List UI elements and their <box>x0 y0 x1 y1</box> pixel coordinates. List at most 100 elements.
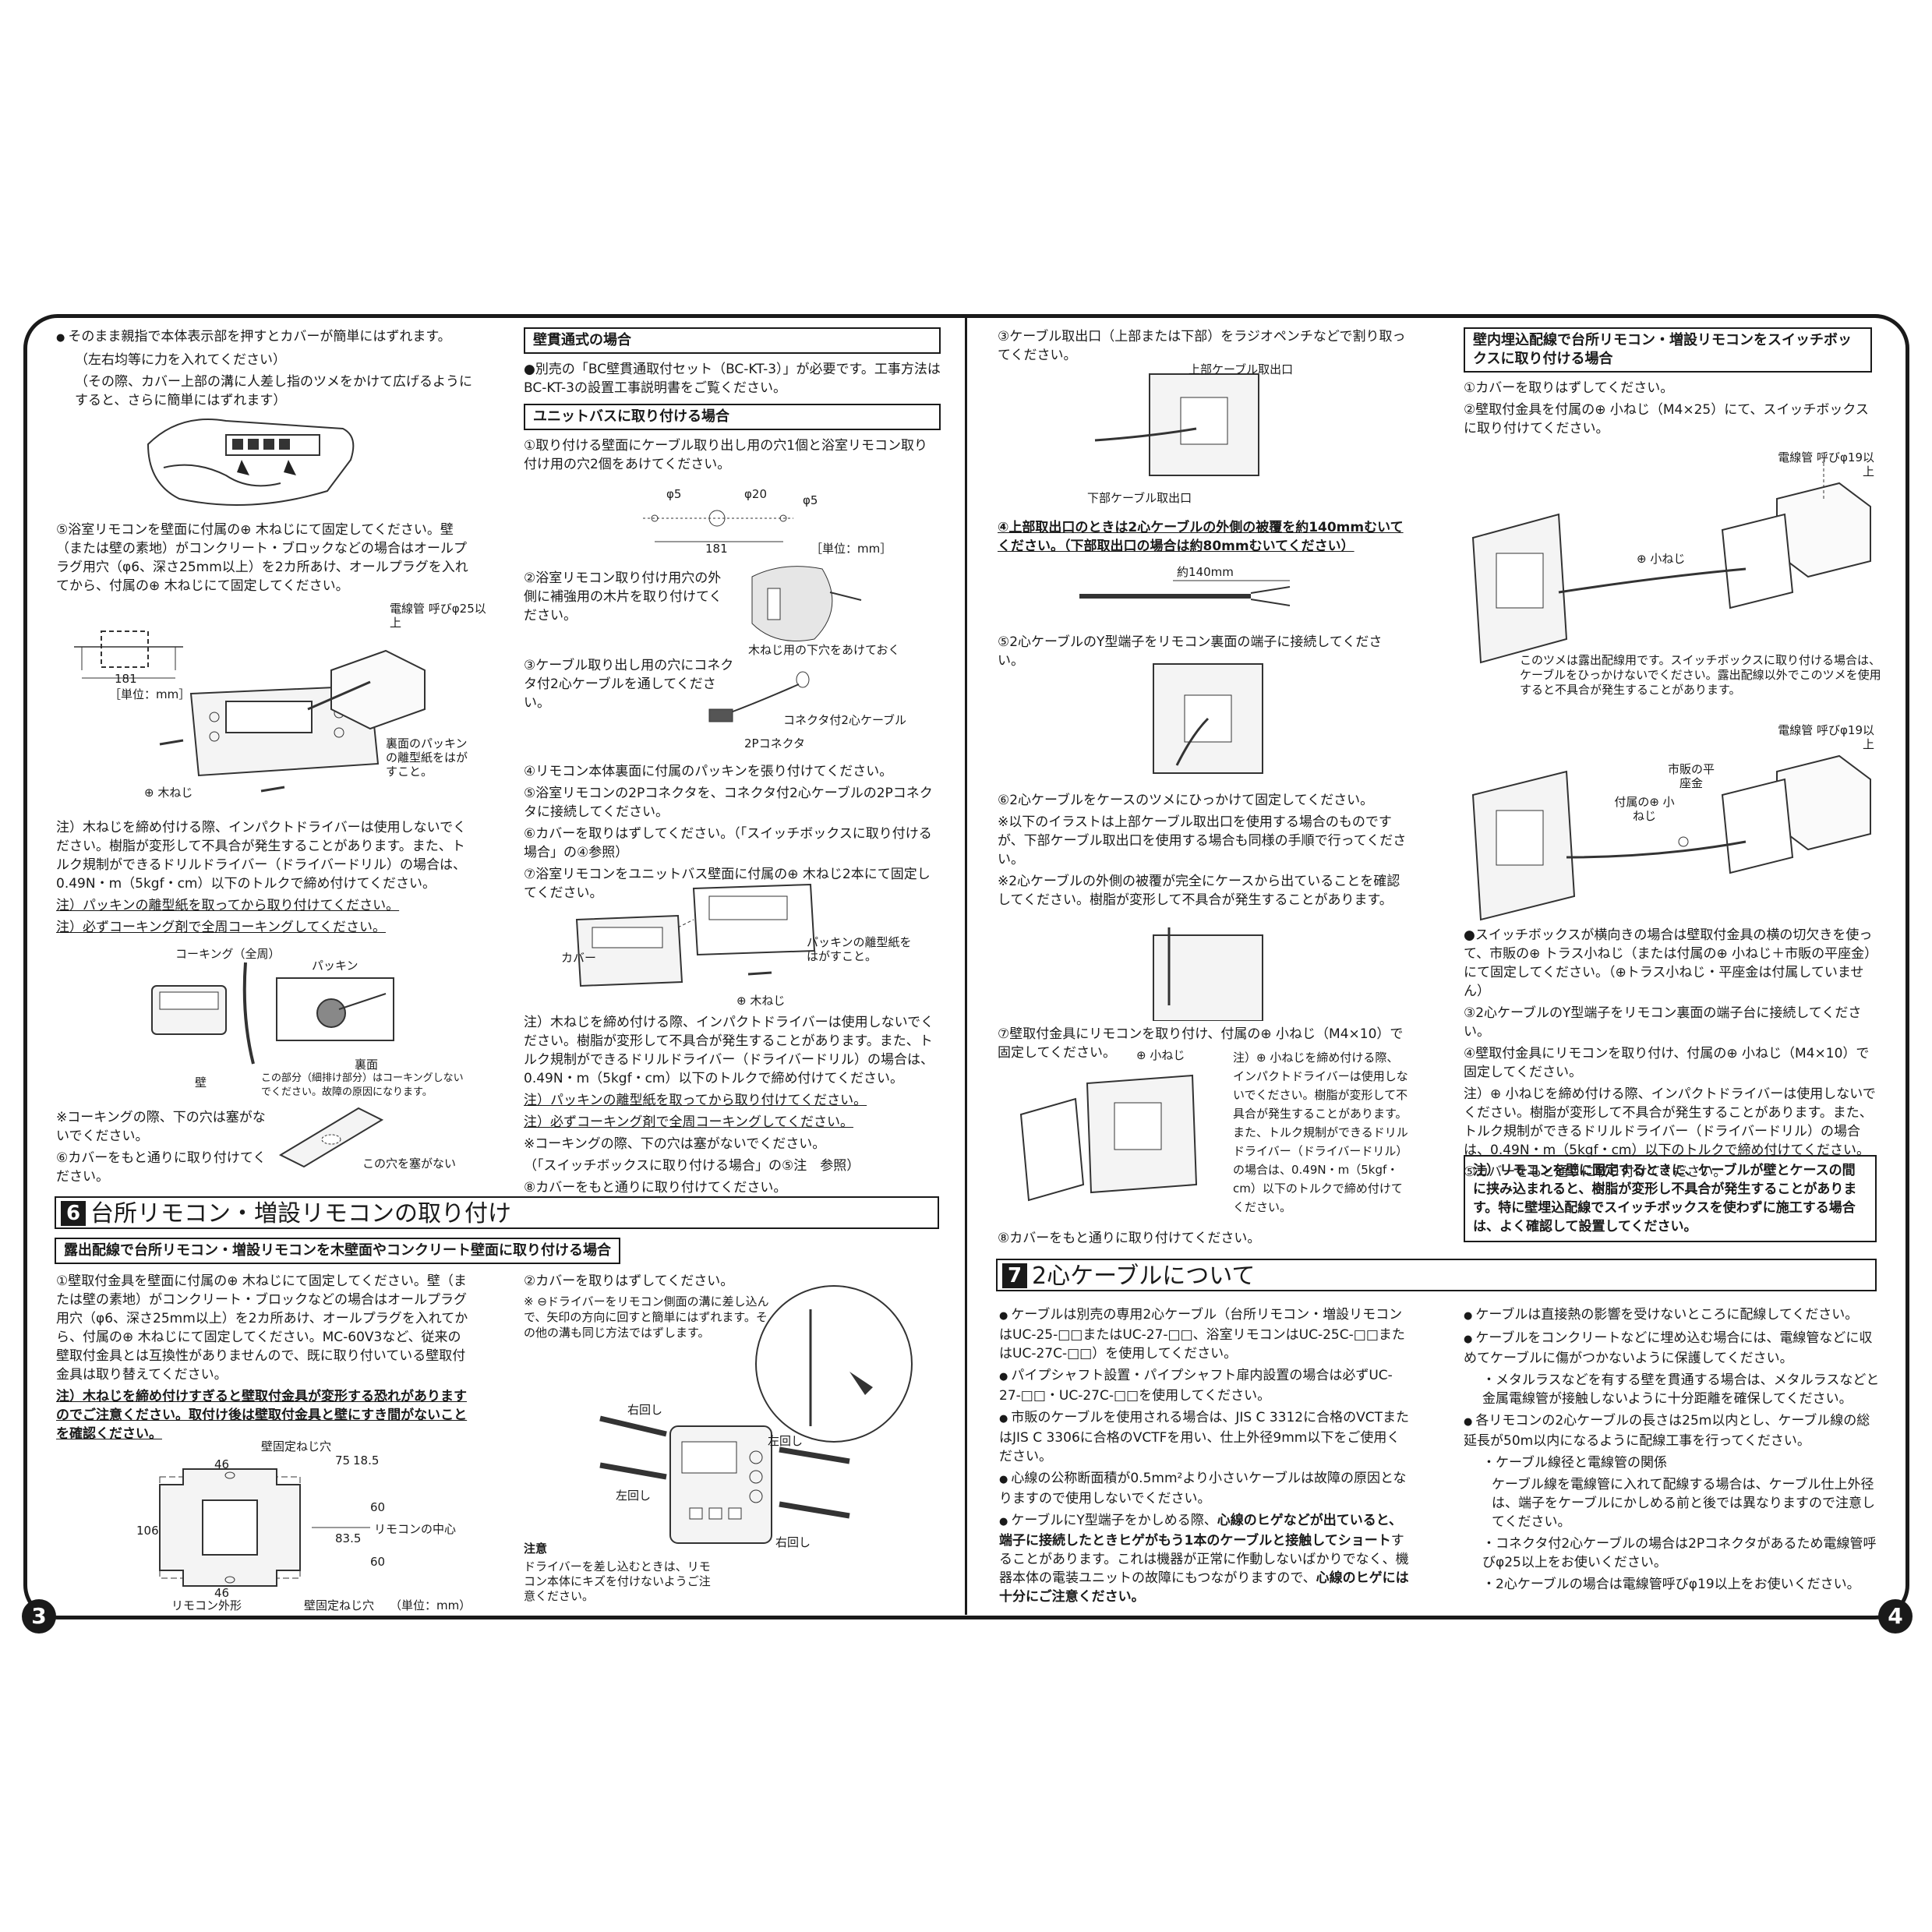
top-screw-hole-label: 壁固定ねじ穴 <box>261 1439 332 1453</box>
turn-right-label: 右回し <box>627 1403 663 1417</box>
column-2-steps-4-7: ④リモコン本体裏面に付属のパッキンを張り付けてください。 ⑤浴室リモコンの2Pコ… <box>524 762 941 906</box>
wood-screw-label: ⊕ 木ねじ <box>736 994 786 1008</box>
switch-box-heading: 壁内埋込配線で台所リモコン・増設リモコンをスイッチボックスに取り付ける場合 <box>1464 327 1872 373</box>
not-caulk-label: この部分（細排け部分）はコーキングしないでください。故障の原因になります。 <box>261 1072 464 1098</box>
bracket-mount-illustration <box>1013 1068 1224 1208</box>
bottom-outlet-label: 下部ケーブル取出口 <box>1087 491 1192 505</box>
conduit-label-1: 電線管 呼びφ19以上 <box>1778 450 1874 479</box>
dim-75: 75 <box>335 1453 351 1468</box>
unit-bath-step-7: ⑦浴室リモコンをユニットバス壁面に付属の⊕ 木ねじ2本にて固定してください。 <box>524 867 931 901</box>
column-2: 壁貫通式の場合 ●別売の「BC壁貫通取付セット（BC-KT-3）」が必要です。工… <box>524 327 941 477</box>
exposed-step-7: ⑦壁取付金具にリモコンを取り付け、付属の⊕ 小ねじ（M4×10）で固定してくださ… <box>998 1026 1404 1061</box>
column-3-step7: ⑦壁取付金具にリモコンを取り付け、付属の⊕ 小ねじ（M4×10）で固定してくださ… <box>998 1025 1407 1065</box>
unit-bath-note-4: ※コーキングの際、下の穴は塞がないでください。 <box>524 1136 826 1152</box>
unit-bath-step-1: ①取り付ける壁面にケーブル取り出し用の穴1個と浴室リモコン取り付け用の穴2個をあ… <box>524 438 928 472</box>
page-frame <box>23 314 1909 1619</box>
cable-bullet-8-sub-3: ・コネクタ付2心ケーブルの場合は2Pコネクタがあるため電線管呼びφ25以上をお使… <box>1482 1536 1877 1570</box>
caulking-label: コーキング（全周） <box>175 947 281 961</box>
cable-outlet-illustration: 上部ケーブル取出口 下部ケーブル取出口 <box>1087 362 1293 505</box>
column-4: 壁内埋込配線で台所リモコン・増設リモコンをスイッチボックスに取り付ける場合 ①カ… <box>1464 327 1881 441</box>
caution-text: ドライバーを差し込むときは、リモコン本体にキズを付けないようご注意ください。 <box>524 1559 711 1603</box>
unit-bath-step-2: ②浴室リモコン取り付け用穴の外側に補強用の木片を取り付けてください。 <box>524 570 722 623</box>
dim-181: 181 <box>705 542 728 556</box>
column-3-step6: ⑥2心ケーブルをケースのツメにひっかけて固定してください。 ※以下のイラストは上… <box>998 791 1407 913</box>
unit-bath-note-2: 注）パッキンの離型紙を取ってから取り付けてください。 <box>524 1093 867 1108</box>
page-number-left: 3 <box>22 1599 56 1634</box>
remote-center-label: リモコンの中心 <box>374 1522 457 1536</box>
wall-through-heading: 壁貫通式の場合 <box>524 327 941 354</box>
pilot-hole-label: 木ねじ用の下穴をあけておく <box>748 643 900 657</box>
back-label: 裏面 <box>355 1058 379 1072</box>
column-3-step7-note: 注）⊕ 小ねじを締め付ける際、インパクトドライバーは使用しないでください。樹脂が… <box>1233 1048 1408 1220</box>
cover-removal-illustration <box>132 397 366 514</box>
column-1-notes: 注）木ねじを締め付ける際、インパクトドライバーは使用しないでください。樹脂が変形… <box>56 818 477 940</box>
cable-bullet-2: パイプシャフト設置・パイプシャフト扉内設置の場合は必ずUC-27-□□・UC-2… <box>999 1366 1412 1405</box>
claw-hook-illustration <box>1146 927 1270 1021</box>
hole-illustration: この穴を塞がない <box>273 1100 456 1171</box>
column-2-step2: ②浴室リモコン取り付け用穴の外側に補強用の木片を取り付けてください。 <box>524 569 734 628</box>
kitchen-step-2-note: ※ ⊖ドライバーをリモコン側面の溝に差し込んで、矢印の方向に回すと簡単にはずれま… <box>524 1294 769 1340</box>
top-outlet-label: 上部ケーブル取出口 <box>1189 362 1294 376</box>
kitchen-step-2: ②カバーを取りはずしてください。 <box>524 1273 734 1289</box>
cable-bullet-1: ケーブルは別売の専用2心ケーブル（台所リモコン・増設リモコンはUC-25-□□ま… <box>999 1305 1412 1363</box>
cable-bullet-5-d: 心線のヒゲには十分にご注意ください。 <box>999 1570 1409 1605</box>
bracket-dimension-diagram: 壁固定ねじ穴 46 75 18.5 60 106 83.5 リモコンの中心 60… <box>136 1439 471 1612</box>
exposed-step-3: ③ケーブル取出口（上部または下部）をラジオペンチなどで割り取ってください。 <box>998 329 1406 363</box>
note-1: 注）木ねじを締め付ける際、インパクトドライバーは使用しないでください。樹脂が変形… <box>56 820 467 892</box>
caution-heading: 注意 <box>524 1542 548 1556</box>
wall-through-text: ●別売の「BC壁貫通取付セット（BC-KT-3）」が必要です。工事方法はBC-K… <box>524 362 941 396</box>
switch-box-step-2: ②壁取付金具を付属の⊕ 小ねじ（M4×25）にて、スイッチボックスに取り付けてく… <box>1464 402 1869 436</box>
exposed-step-5: ⑤2心ケーブルのY型端子をリモコン裏面の端子に接続してください。 <box>998 634 1383 669</box>
intro-text: （左右均等に力を入れてください） <box>75 352 286 368</box>
unit-bath-note-5: （「スイッチボックスに取り付ける場合」の⑤注 参照） <box>524 1158 860 1174</box>
note-4: ※コーキングの際、下の穴は塞がないでください。 <box>56 1110 266 1144</box>
column-2-step3: ③ケーブル取り出し用の穴にコネクタ付2心ケーブルを通してください。 <box>524 656 734 715</box>
packin-label: パッキン <box>312 959 358 973</box>
dim-106: 106 <box>136 1524 159 1538</box>
turn-left-label: 左回し <box>768 1434 804 1448</box>
column-4-steps: ●スイッチボックスが横向きの場合は壁取付金具の横の切欠きを使って、市販の⊕ トラ… <box>1464 926 1881 1185</box>
section-7-right: ケーブルは直接熱の影響を受けないところに配線してください。 ケーブルをコンクリー… <box>1464 1305 1881 1597</box>
switch-box-note: 注）⊕ 小ねじを締め付ける際、インパクトドライバーは使用しないでください。樹脂が… <box>1464 1086 1876 1158</box>
2p-connector-label: 2Pコネクタ <box>744 736 805 751</box>
exposed-step-4: ④上部取出口のときは2心ケーブルの外側の被覆を約140mmむいてください。（下部… <box>998 520 1404 554</box>
step-5-text: ⑤浴室リモコンを壁面に付属の⊕ 木ねじにて固定してください。壁（または壁の素地）… <box>56 522 468 594</box>
small-screw-label-1: ⊕ 小ねじ <box>1637 552 1686 566</box>
section-6-number: 6 <box>61 1201 86 1226</box>
claw-note-text: このツメは露出配線用です。スイッチボックスに取り付ける場合は、ケーブルをひっかけ… <box>1520 653 1881 697</box>
unit-bath-step-4: ④リモコン本体裏面に付属のパッキンを張り付けてください。 <box>524 764 893 779</box>
column-1: そのまま親指で本体表示部を押すとカバーが簡単にはずれます。 （左右均等に力を入れ… <box>56 327 477 413</box>
turn-right-label: 右回し <box>775 1535 811 1549</box>
cable-bullet-5-b: 心線のヒゲなどが出ていると、端子に接続したときヒゲがもう1本のケーブルと接触して… <box>999 1513 1403 1549</box>
cable-pinch-warning: 注）リモコンを壁に固定するときに、ケーブルが壁とケースの間に挟み込まれると、樹脂… <box>1464 1155 1877 1242</box>
page-divider <box>965 318 967 1615</box>
packing-label: 裏面のパッキンの離型紙をはがすこと。 <box>386 736 468 779</box>
section-7-title: 2心ケーブルについて <box>1032 1263 1256 1290</box>
step-6-text: ⑥カバーをもと通りに取り付けてください。 <box>56 1150 267 1185</box>
switch-box-step-4: ④壁取付金具にリモコンを取り付け、付属の⊕ 小ねじ（M4×10）で固定してくださ… <box>1464 1046 1870 1080</box>
hole-label: この穴を塞がない <box>362 1157 457 1171</box>
unit-bath-note-3: 注）必ずコーキング剤で全周コーキングしてください。 <box>524 1114 853 1130</box>
section-6-title: 台所リモコン・増設リモコンの取り付け <box>90 1200 511 1227</box>
section-6-left: ①壁取付金具を壁面に付属の⊕ 木ねじにて固定してください。壁（または壁の素地）が… <box>56 1272 473 1446</box>
cable-bullet-5: ケーブルにY型端子をかしめる際、心線のヒゲなどが出ていると、端子に接続したときヒ… <box>999 1511 1412 1606</box>
section-6-subheading-wrap: 露出配線で台所リモコン・増設リモコンを木壁面やコンクリート壁面に取り付ける場合 <box>55 1238 678 1270</box>
column-3-step8: ⑧カバーをもと通りに取り付けてください。 <box>998 1229 1407 1251</box>
column-1-end: ※コーキングの際、下の穴は塞がないでください。 ⑥カバーをもと通りに取り付けてく… <box>56 1108 274 1189</box>
bottom-screw-hole-label: 壁固定ねじ穴 <box>304 1598 375 1612</box>
caution-block: 注意 ドライバーを差し込むときは、リモコン本体にキズを付けないようご注意ください… <box>524 1542 711 1607</box>
cover-screwdriver-illustration: 右回し 左回し 左回し 右回し <box>592 1278 935 1574</box>
switch-box-bullet: ●スイッチボックスが横向きの場合は壁取付金具の横の切欠きを使って、市販の⊕ トラ… <box>1464 927 1878 999</box>
dim-83-5: 83.5 <box>335 1531 362 1545</box>
section-7-number: 7 <box>1002 1263 1027 1288</box>
cable-bullet-4: 心線の公称断面積が0.5mm²より小さいケーブルは故障の原因となりますので使用し… <box>999 1469 1412 1508</box>
dim-phi5-a: φ5 <box>666 487 682 501</box>
note-2: 注）パッキンの離型紙を取ってから取り付けてください。 <box>56 898 400 913</box>
exposed-step-8: ⑧カバーをもと通りに取り付けてください。 <box>998 1231 1261 1246</box>
dim-46-a: 46 <box>214 1457 230 1471</box>
column-3-step3: ③ケーブル取出口（上部または下部）をラジオペンチなどで割り取ってください。 <box>998 327 1407 368</box>
packing-release-label: パッキンの離型紙をはがすこと。 <box>807 935 912 963</box>
connector-cable-illustration: コネクタ付2心ケーブル 2Pコネクタ <box>698 670 906 751</box>
washer-label: 市販の平座金 <box>1667 762 1715 790</box>
